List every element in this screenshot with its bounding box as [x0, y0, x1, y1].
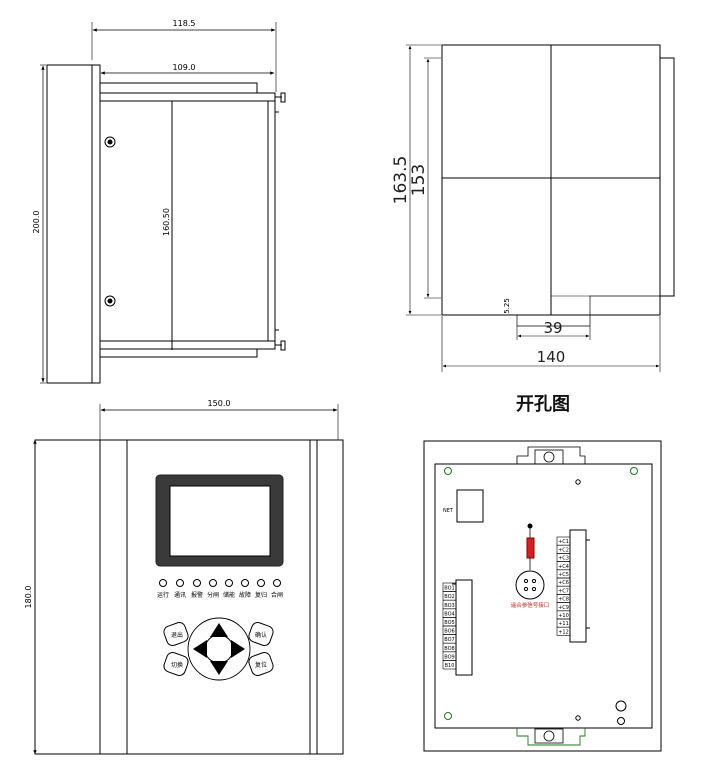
left-terminal-label: BO8: [444, 646, 454, 652]
dim-total-width: 118.5: [173, 19, 196, 28]
left-terminal-label: BO1: [444, 586, 454, 592]
led-label-3: 报警: [191, 591, 203, 599]
right-terminal-label: +C2: [558, 547, 569, 553]
front-panel-outline: [46, 64, 93, 384]
connector-label: 遥合参信号接口: [511, 601, 550, 609]
left-terminal-label: BO9: [444, 654, 454, 660]
led-labels: 运行 通讯 报警 分闸 储能 故障 复归 合闸: [157, 591, 283, 599]
arrow-up-icon[interactable]: [210, 623, 228, 637]
rear-view: [423, 440, 662, 752]
key-label-right-bottom: 复位: [255, 661, 267, 669]
key-label-right-top: 确认: [255, 631, 267, 639]
dim-body-width: 109.0: [173, 63, 196, 72]
key-label-left-bottom: 切换: [171, 661, 183, 669]
dim-front-width: 150.0: [208, 399, 231, 408]
right-terminal-label: +C8: [558, 597, 569, 603]
net-port: [456, 489, 484, 523]
led-label-7: 复归: [255, 591, 267, 599]
right-terminal-label: +C6: [558, 580, 569, 586]
led-label-8: 合闸: [271, 591, 283, 599]
right-terminal-label: +C3: [558, 556, 569, 562]
left-terminal-cell: [442, 660, 457, 670]
panel-flange: [91, 64, 101, 384]
left-terminal-block: [455, 579, 473, 676]
led-label-6: 故障: [239, 591, 251, 599]
rear-back-plate: [434, 463, 653, 729]
left-terminal-label: BO2: [444, 594, 454, 600]
signal-connector: [515, 570, 545, 600]
key-left-bottom[interactable]: [162, 651, 190, 677]
right-terminal-cell: [556, 626, 571, 636]
dim-front-height: 180.0: [24, 586, 33, 609]
key-left-top[interactable]: [162, 621, 190, 647]
dim-body-height: 160.50: [162, 208, 171, 236]
dim-total-height: 200.0: [32, 211, 41, 234]
rear-outer-frame: [423, 440, 662, 752]
dim-small-offset: 5.25: [503, 298, 511, 314]
left-terminal-label: BO5: [444, 620, 454, 626]
direction-keys: [193, 623, 245, 675]
dim-inner-height: 153: [409, 164, 429, 196]
arrow-down-icon[interactable]: [210, 661, 228, 675]
left-terminal-label: BO6: [444, 629, 454, 635]
right-terminal-label: +C4: [558, 564, 569, 570]
key-right-top[interactable]: [247, 621, 275, 647]
led-label-4: 分闸: [207, 591, 219, 599]
left-terminal-label: BO4: [444, 611, 454, 617]
led-row: [159, 579, 281, 587]
housing-body: [99, 100, 276, 342]
key-right-bottom[interactable]: [247, 651, 275, 677]
led-label-2: 通讯: [174, 591, 186, 599]
left-terminal-label: BO7: [444, 637, 454, 643]
dim-outer-height: 163.5: [391, 156, 411, 205]
net-label: NET: [443, 508, 454, 514]
lcd-screen: [169, 485, 271, 557]
side-view: [40, 22, 286, 384]
arrow-left-icon[interactable]: [193, 640, 207, 658]
left-terminal-label: BO3: [444, 603, 454, 609]
led-label-1: 运行: [157, 591, 169, 599]
arrow-right-icon[interactable]: [231, 640, 245, 658]
cutout-title: 开孔图: [516, 394, 570, 415]
dim-cutout-width: 140: [537, 348, 566, 366]
right-terminal-block: [569, 529, 587, 643]
right-terminal-label: +C5: [558, 572, 569, 578]
right-terminal-label: +C9: [558, 605, 569, 611]
right-terminal-label: +C1: [558, 539, 569, 545]
key-label-left-top: 退出: [171, 631, 183, 639]
right-terminal-label: +12: [558, 629, 569, 635]
right-terminal-label: +C7: [558, 588, 569, 594]
dim-step-width: 39: [543, 319, 562, 337]
right-terminal-labels: +C1 +C2 +C3 +C4 +C5 +C6 +C7 +C8 +C9 +10 +11 +12: [556, 536, 571, 636]
front-view: [33, 404, 344, 755]
left-terminal-label: B10: [445, 663, 455, 669]
right-terminal-label: +11: [558, 621, 569, 627]
right-terminal-label: +10: [558, 613, 569, 619]
led-label-5: 储能: [223, 591, 235, 599]
cutout-view: [406, 44, 675, 372]
